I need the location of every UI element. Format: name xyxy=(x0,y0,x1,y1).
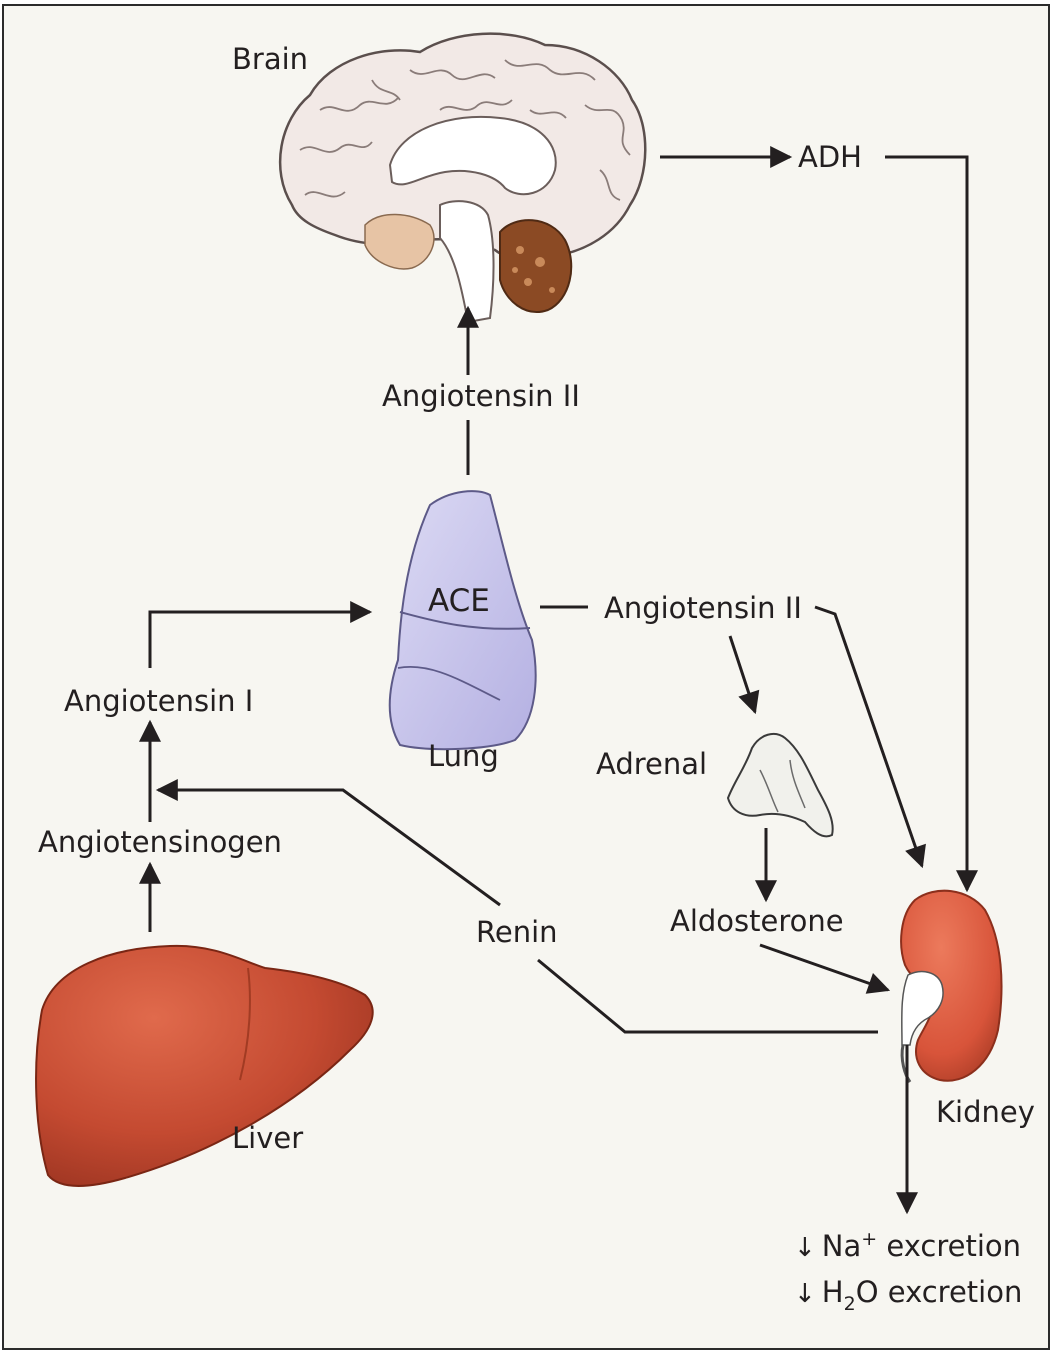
adrenal-shape xyxy=(728,734,833,836)
brain-stem xyxy=(440,201,494,322)
output-na-excretion: ↓Na+ excretion xyxy=(794,1232,1021,1261)
label-angiotensin-i: Angiotensin I xyxy=(64,687,253,716)
decrease-arrow-icon: ↓ xyxy=(794,1233,816,1263)
line-kidney-to-renin xyxy=(538,960,878,1032)
label-angiotensinogen: Angiotensinogen xyxy=(38,828,282,857)
h-text: H xyxy=(822,1275,844,1309)
label-renin: Renin xyxy=(476,918,558,947)
brain-midbrain-region xyxy=(365,214,434,268)
liver-illustration xyxy=(36,946,373,1186)
label-lung: Lung xyxy=(428,742,499,771)
adrenal-illustration xyxy=(728,734,833,836)
h2o-excretion-text: O excretion xyxy=(856,1275,1023,1309)
label-liver: Liver xyxy=(232,1124,303,1153)
lung-shape xyxy=(390,491,536,749)
label-adrenal: Adrenal xyxy=(596,750,707,779)
lung-illustration xyxy=(390,491,536,749)
output-h2o-excretion: ↓H2O excretion xyxy=(794,1278,1022,1307)
label-angiotensin-ii-top: Angiotensin II xyxy=(382,382,580,411)
label-adh: ADH xyxy=(798,143,862,172)
brain-cerebellum xyxy=(500,220,571,312)
na-text: Na xyxy=(822,1229,861,1263)
arrow-aldosterone-to-kidney xyxy=(760,945,888,990)
label-angiotensin-ii-right: Angiotensin II xyxy=(604,594,802,623)
label-aldosterone: Aldosterone xyxy=(670,907,844,936)
brain-illustration xyxy=(280,34,645,322)
label-kidney: Kidney xyxy=(936,1098,1035,1127)
arrow-angiotensin-ii-to-adrenal xyxy=(730,636,755,712)
h2o-subscript: 2 xyxy=(844,1293,856,1315)
na-excretion-text: excretion xyxy=(877,1229,1021,1263)
kidney-illustration xyxy=(901,891,1001,1082)
liver-shape xyxy=(36,946,373,1186)
label-brain: Brain xyxy=(232,45,308,74)
label-ace: ACE xyxy=(428,586,490,617)
na-superscript: + xyxy=(861,1228,877,1250)
decrease-arrow-icon: ↓ xyxy=(794,1279,816,1309)
arrow-angiotensin-i-to-lung xyxy=(150,612,370,668)
arrow-adh-to-kidney xyxy=(885,157,967,890)
